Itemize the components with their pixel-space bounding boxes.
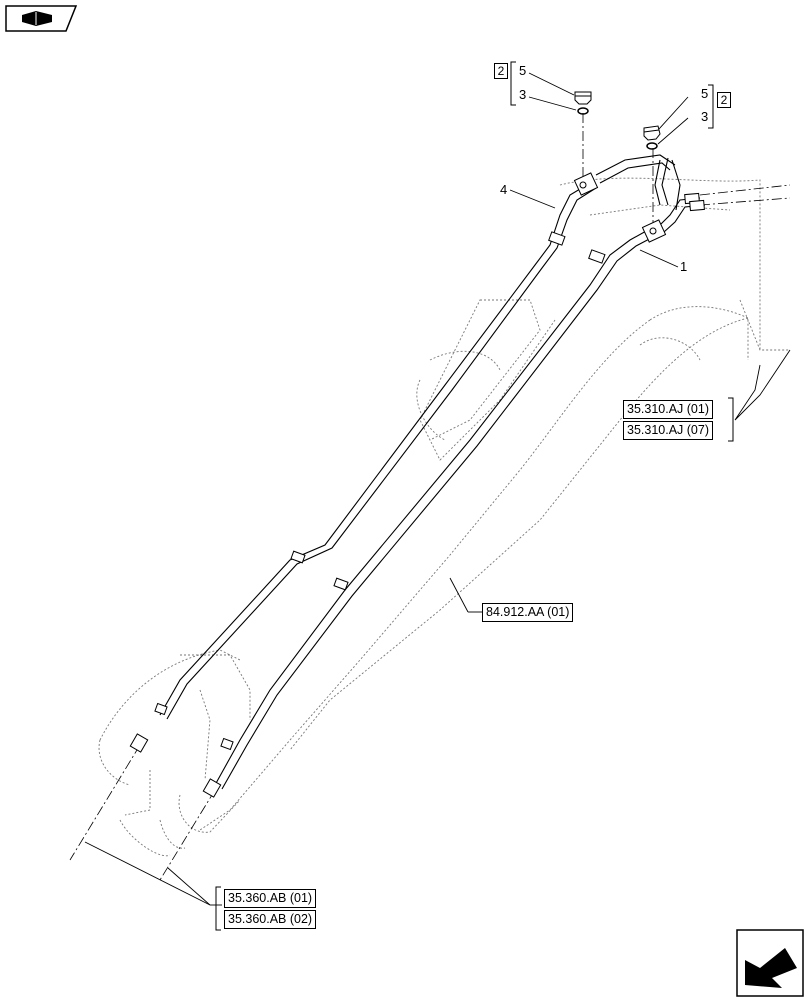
callout-3-left: 3: [519, 87, 527, 102]
group-badge-right[interactable]: 2: [717, 92, 731, 108]
clamp: [333, 577, 349, 591]
boom-outline: [98, 177, 790, 857]
callout-3-right: 3: [701, 109, 709, 124]
clamp: [290, 550, 306, 564]
clamp: [220, 737, 234, 751]
top-fittings: [573, 172, 705, 243]
end-fitting: [129, 733, 149, 753]
cap-5-right: [643, 125, 661, 141]
reference-link[interactable]: 84.912.AA (01): [482, 603, 574, 622]
book-icon[interactable]: [5, 5, 78, 32]
cap-5-left: [574, 91, 592, 105]
o-ring-3-left: [577, 107, 589, 115]
callout-4: 4: [500, 182, 508, 197]
pipe-4: [159, 154, 676, 720]
group-badge-left[interactable]: 2: [494, 63, 508, 79]
pipe-1: [214, 157, 706, 790]
callout-5-right: 5: [701, 86, 709, 101]
callout-1: 1: [680, 259, 688, 274]
reference-link[interactable]: 35.360.AB (02): [224, 910, 317, 929]
next-page-icon[interactable]: [736, 929, 804, 997]
callout-5-left: 5: [519, 63, 527, 78]
clamp: [588, 249, 606, 264]
o-ring-3-right: [646, 142, 658, 150]
reference-link[interactable]: 35.310.AJ (01): [623, 400, 713, 419]
clamp: [154, 702, 168, 716]
reference-link[interactable]: 35.360.AB (01): [224, 889, 317, 908]
reference-link[interactable]: 35.310.AJ (07): [623, 421, 713, 440]
clamp: [548, 231, 566, 246]
end-fitting: [202, 778, 222, 798]
